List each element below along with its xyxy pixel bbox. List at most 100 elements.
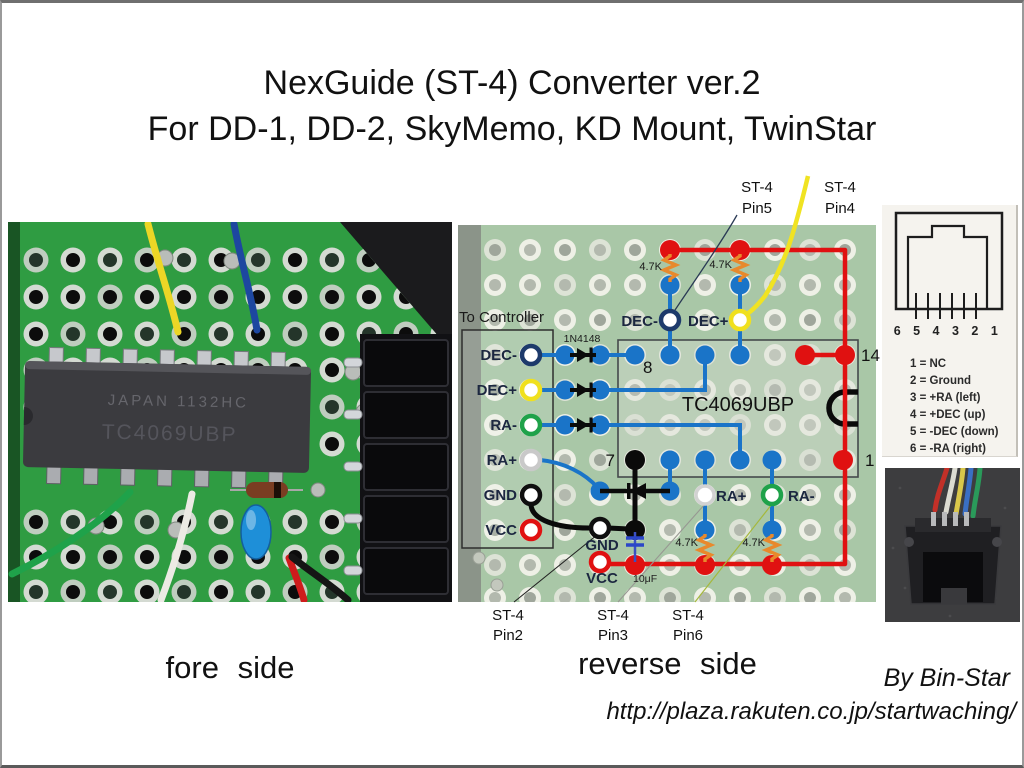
diode-part-label: 1N4148	[564, 333, 601, 345]
resistor-labels: 4.7K 4.7K 4.7K 4.7K	[639, 259, 765, 549]
legend-line: 2 = Ground	[910, 375, 972, 387]
title-block: NexGuide (ST-4) Converter ver.2 For DD-1…	[0, 60, 1024, 152]
rj11-jack-body	[904, 512, 1002, 605]
st4-pin6-title: ST-4	[672, 607, 704, 624]
st4-pin4-title: ST-4	[824, 179, 856, 196]
pin-numbers: 6 5 4 3 2 1	[894, 324, 1003, 338]
st4-pin4-number: Pin4	[825, 200, 855, 217]
st4-pin6-number: Pin6	[673, 627, 703, 644]
resistor-label: 4.7K	[675, 537, 698, 549]
leader-lines	[513, 214, 773, 603]
plug-wires	[932, 468, 983, 519]
gnd-pad	[588, 516, 612, 540]
st4-pin5-number: Pin5	[742, 200, 772, 217]
chip-pin-numbers: 8 7 14 1	[606, 346, 880, 470]
chip-notch	[23, 406, 33, 425]
chip-notch-mark	[826, 389, 858, 427]
glass-diode	[230, 482, 303, 498]
st4-callouts: ST-4 Pin5 ST-4 Pin4 ST-4 Pin2 ST-4 Pin3 …	[492, 179, 856, 644]
legend-line: 5 = -DEC (down)	[910, 426, 999, 438]
pinout-card: 6 5 4 3 2 1 1 = NC 2 = Ground 3 = +RA (l…	[882, 205, 1018, 457]
chip-body	[23, 361, 311, 473]
resistor-label: 4.7K	[639, 261, 662, 273]
black-diode	[627, 483, 646, 499]
solder-pins	[931, 512, 969, 526]
controller-pin-label: RA-	[490, 417, 517, 434]
green-wire	[8, 488, 134, 578]
vcc-pad	[588, 550, 612, 574]
rj11-connector-photo	[885, 468, 1020, 622]
chip-pins-bottom	[46, 463, 284, 489]
pin-header-connector	[343, 334, 452, 602]
vcc-label: VCC	[586, 570, 618, 587]
jumper-wires	[8, 222, 352, 602]
fore-side-photo: JAPAN 1132HC TC4069UBP	[8, 222, 452, 602]
pin7-number: 7	[606, 451, 615, 470]
board-pads	[588, 308, 784, 574]
author-credit: By Bin-Star	[883, 664, 1010, 692]
website-url: http://plaza.rakuten.co.jp/startwaching/	[606, 698, 1016, 725]
controller-pin-label: DEC+	[477, 382, 518, 399]
chip-pins-top	[48, 346, 286, 370]
pinout-legend: 1 = NC 2 = Ground 3 = +RA (left) 4 = +DE…	[882, 356, 1016, 458]
to-controller-label: To Controller	[459, 309, 544, 326]
dec-plus-pad	[728, 308, 752, 332]
title-line2: For DD-1, DD-2, SkyMemo, KD Mount, TwinS…	[147, 110, 877, 148]
gnd-label: GND	[585, 537, 619, 554]
controller-pin-label: VCC	[485, 522, 517, 539]
controller-pin-label: GND	[484, 487, 518, 504]
black-net	[528, 450, 670, 540]
red-pads	[625, 240, 855, 575]
reverse-solder	[472, 551, 504, 592]
fore-side-caption: fore side	[165, 650, 295, 685]
title-line1: NexGuide (ST-4) Converter ver.2	[263, 64, 761, 102]
controller-pin-label: RA+	[487, 452, 518, 469]
rj11-pins	[915, 293, 977, 319]
red-wire	[285, 554, 308, 602]
ra-plus-label: RA+	[716, 488, 747, 505]
chip-marking-line1: JAPAN 1132HC	[107, 392, 249, 412]
resistors	[659, 254, 783, 562]
signal-diodes	[570, 347, 596, 433]
st4-pin5-title: ST-4	[741, 179, 773, 196]
white-wire	[157, 490, 196, 602]
resistor-label: 4.7K	[742, 537, 765, 549]
reverse-side-photo: To Controller TC4069UBP	[458, 175, 880, 644]
dec-plus-label: DEC+	[688, 313, 729, 330]
st4-pin2-number: Pin2	[493, 627, 523, 644]
connector-pins	[343, 357, 363, 576]
yellow-jumper-to-pin4	[742, 175, 811, 318]
pin1-number: 1	[865, 451, 874, 470]
controller-pads	[519, 343, 543, 542]
ra-minus-pad	[760, 483, 784, 507]
resistor-label: 4.7K	[709, 259, 732, 271]
controller-box	[461, 329, 554, 549]
ic-chip: JAPAN 1132HC TC4069UBP	[23, 346, 311, 489]
st4-pin3-title: ST-4	[597, 607, 629, 624]
rj11-jack-drawing: 6 5 4 3 2 1	[894, 211, 1004, 338]
controller-pin-label: DEC-	[480, 347, 517, 364]
capacitor-label: 10μF	[633, 573, 657, 585]
blue-capacitor	[240, 504, 272, 560]
legend-line: 3 = +RA (left)	[910, 392, 981, 404]
reverse-board-edge	[458, 225, 481, 602]
yellow-wire	[144, 222, 182, 336]
st4-pin2-title: ST-4	[492, 607, 524, 624]
reverse-side-caption: reverse side	[578, 646, 757, 681]
legend-line: 1 = NC	[910, 358, 947, 370]
chip-body-highlight	[25, 361, 311, 375]
net-labels: DEC- DEC+ RA- RA+ GND VCC DEC- DEC+ RA+ …	[477, 313, 815, 587]
board-edge-shadow	[8, 222, 20, 602]
chip-outline-label: TC4069UBP	[682, 394, 794, 416]
legend-line: 6 = -RA (right)	[910, 443, 986, 455]
dec-minus-label: DEC-	[621, 313, 658, 330]
ra-minus-label: RA-	[788, 488, 815, 505]
blue-pads	[555, 275, 782, 540]
dec-minus-pad	[658, 308, 682, 332]
legend-line: 4 = +DEC (up)	[910, 409, 986, 421]
st4-pin3-number: Pin3	[598, 627, 628, 644]
ra-plus-pad	[694, 484, 716, 506]
chip-marking-line2: TC4069UBP	[101, 421, 237, 447]
pin8-number: 8	[643, 358, 652, 377]
